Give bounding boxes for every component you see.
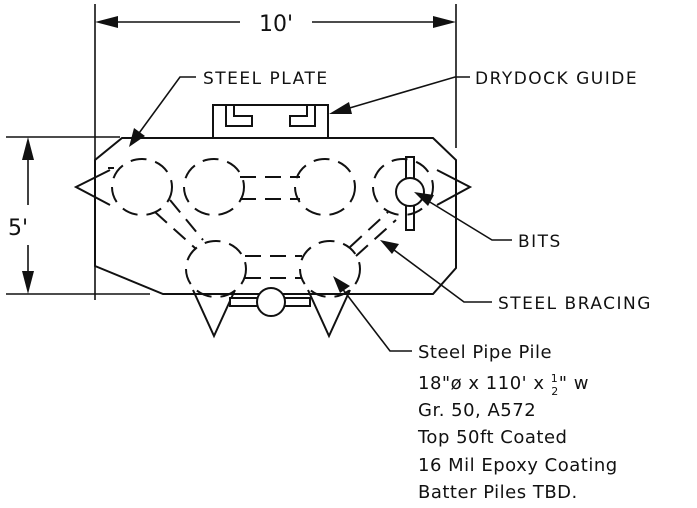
pipe-pile	[183, 158, 245, 216]
width-right-arrow	[433, 16, 456, 28]
pile-tip-left	[73, 169, 111, 206]
bits-leader	[419, 195, 512, 241]
bits-label: BITS	[518, 232, 562, 252]
steel-bracing-arrow	[380, 240, 399, 254]
steel-plate-label: STEEL PLATE	[203, 69, 329, 89]
bits-right	[395, 156, 425, 231]
height-top-arrow	[22, 137, 34, 160]
bit-head	[395, 177, 425, 207]
steel-plate-callout: STEEL PLATE	[129, 69, 329, 147]
pile-tip-bottom-left	[192, 289, 236, 339]
steel-plate-leader	[133, 76, 196, 141]
steel-plate-arrow	[129, 128, 145, 147]
bits-arrow	[414, 192, 434, 206]
steel-bracing-callout: STEEL BRACING	[380, 240, 652, 314]
width-left-arrow	[95, 16, 118, 28]
note-line-3: Gr. 50, A572	[418, 400, 536, 421]
pipe-pile-arrow	[333, 276, 350, 293]
pile-tip-bottom-right	[307, 289, 351, 339]
steel-bracing	[108, 167, 397, 279]
bracing-member	[169, 199, 204, 241]
steel-bracing-leader	[385, 243, 492, 303]
bits-callout: BITS	[414, 192, 562, 252]
bracing-member	[154, 211, 196, 249]
steel-bracing-label: STEEL BRACING	[498, 294, 652, 314]
pipe-pile	[372, 158, 434, 216]
pipe-pile-callout	[333, 276, 412, 352]
pipe-pile-leader	[337, 282, 412, 352]
note-fraction-denominator: 2	[551, 385, 559, 398]
note-line-1: Steel Pipe Pile	[418, 342, 552, 363]
height-bottom-arrow	[22, 271, 34, 294]
drydock-guide-arrow	[329, 102, 352, 114]
height-dimension-label: 5'	[8, 216, 28, 241]
note-line-2-suffix: " w	[559, 373, 589, 394]
bracing-member	[349, 211, 389, 248]
note-line-4: Top 50ft Coated	[417, 427, 567, 448]
width-dimension-label: 10'	[259, 12, 293, 37]
drydock-guide	[212, 104, 329, 138]
steel-plate-outline	[94, 137, 457, 295]
bits-bottom	[229, 287, 311, 317]
pile-tips	[73, 169, 473, 339]
pipe-pile	[111, 158, 173, 216]
pile-tip-right	[436, 169, 473, 206]
bracing-member	[355, 219, 397, 257]
pipe-pile	[185, 240, 247, 298]
bit-head	[256, 287, 286, 317]
note-fraction-numerator: 1	[551, 372, 559, 385]
note-line-2-prefix: 18"ø x 110' x	[418, 373, 551, 394]
height-dimension: 5'	[6, 136, 150, 295]
pipe-piles	[111, 158, 434, 298]
drydock-guide-callout: DRYDOCK GUIDE	[329, 69, 638, 114]
note-line-5: 16 Mil Epoxy Coating	[418, 455, 618, 476]
drydock-guide-label: DRYDOCK GUIDE	[475, 69, 638, 89]
pipe-pile	[299, 240, 361, 298]
drydock-guide-leader	[335, 76, 470, 113]
note-line-6: Batter Piles TBD.	[418, 482, 578, 503]
pipe-pile	[294, 158, 356, 216]
